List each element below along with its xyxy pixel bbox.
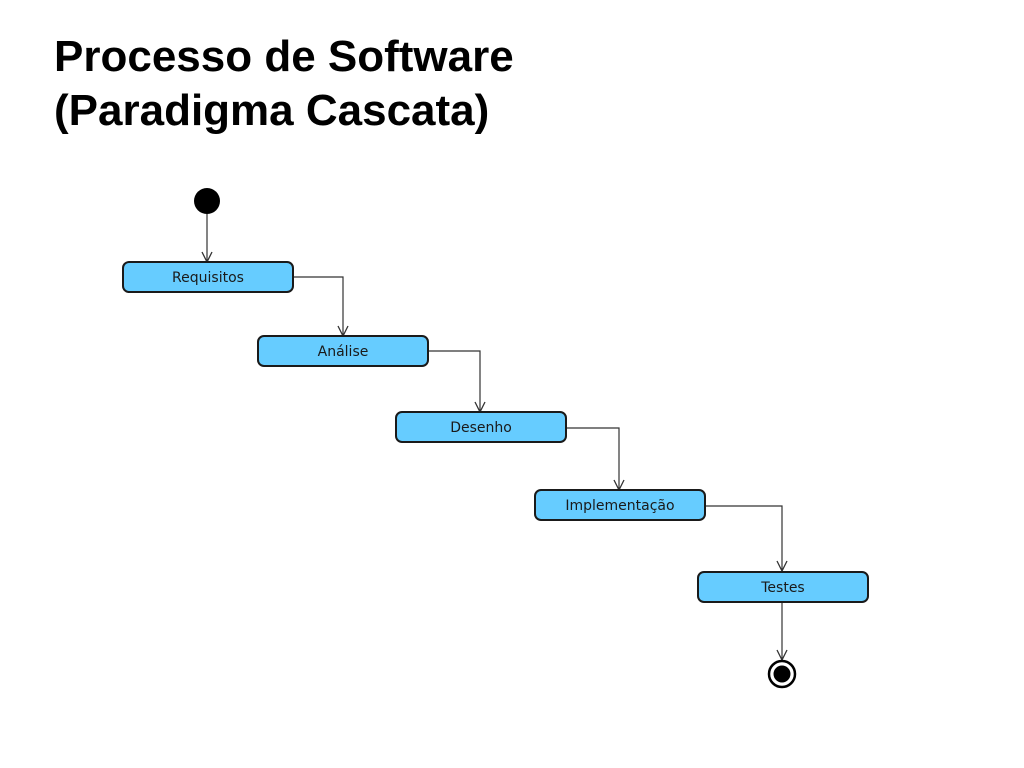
slide-title: Processo de Software (Paradigma Cascata) <box>54 30 514 138</box>
title-line-2: (Paradigma Cascata) <box>54 86 490 135</box>
activity-requisitos: Requisitos <box>122 261 294 293</box>
edge-analise-desenho <box>428 350 480 412</box>
edge-implementacao-testes <box>705 505 782 571</box>
activity-label: Desenho <box>450 420 512 436</box>
activity-testes: Testes <box>697 571 869 603</box>
activity-label: Testes <box>760 580 804 596</box>
final-node <box>767 659 797 689</box>
activity-analise: Análise <box>257 335 429 367</box>
edge-requisitos-analise <box>293 276 343 336</box>
activity-label: Análise <box>318 344 369 360</box>
edge-desenho-implementacao <box>566 427 619 490</box>
activity-implementacao: Implementação <box>534 489 706 521</box>
initial-node <box>194 188 220 214</box>
activity-desenho: Desenho <box>395 411 567 443</box>
title-line-1: Processo de Software <box>54 32 514 81</box>
activity-label: Requisitos <box>172 270 244 286</box>
activity-label: Implementação <box>565 498 674 514</box>
